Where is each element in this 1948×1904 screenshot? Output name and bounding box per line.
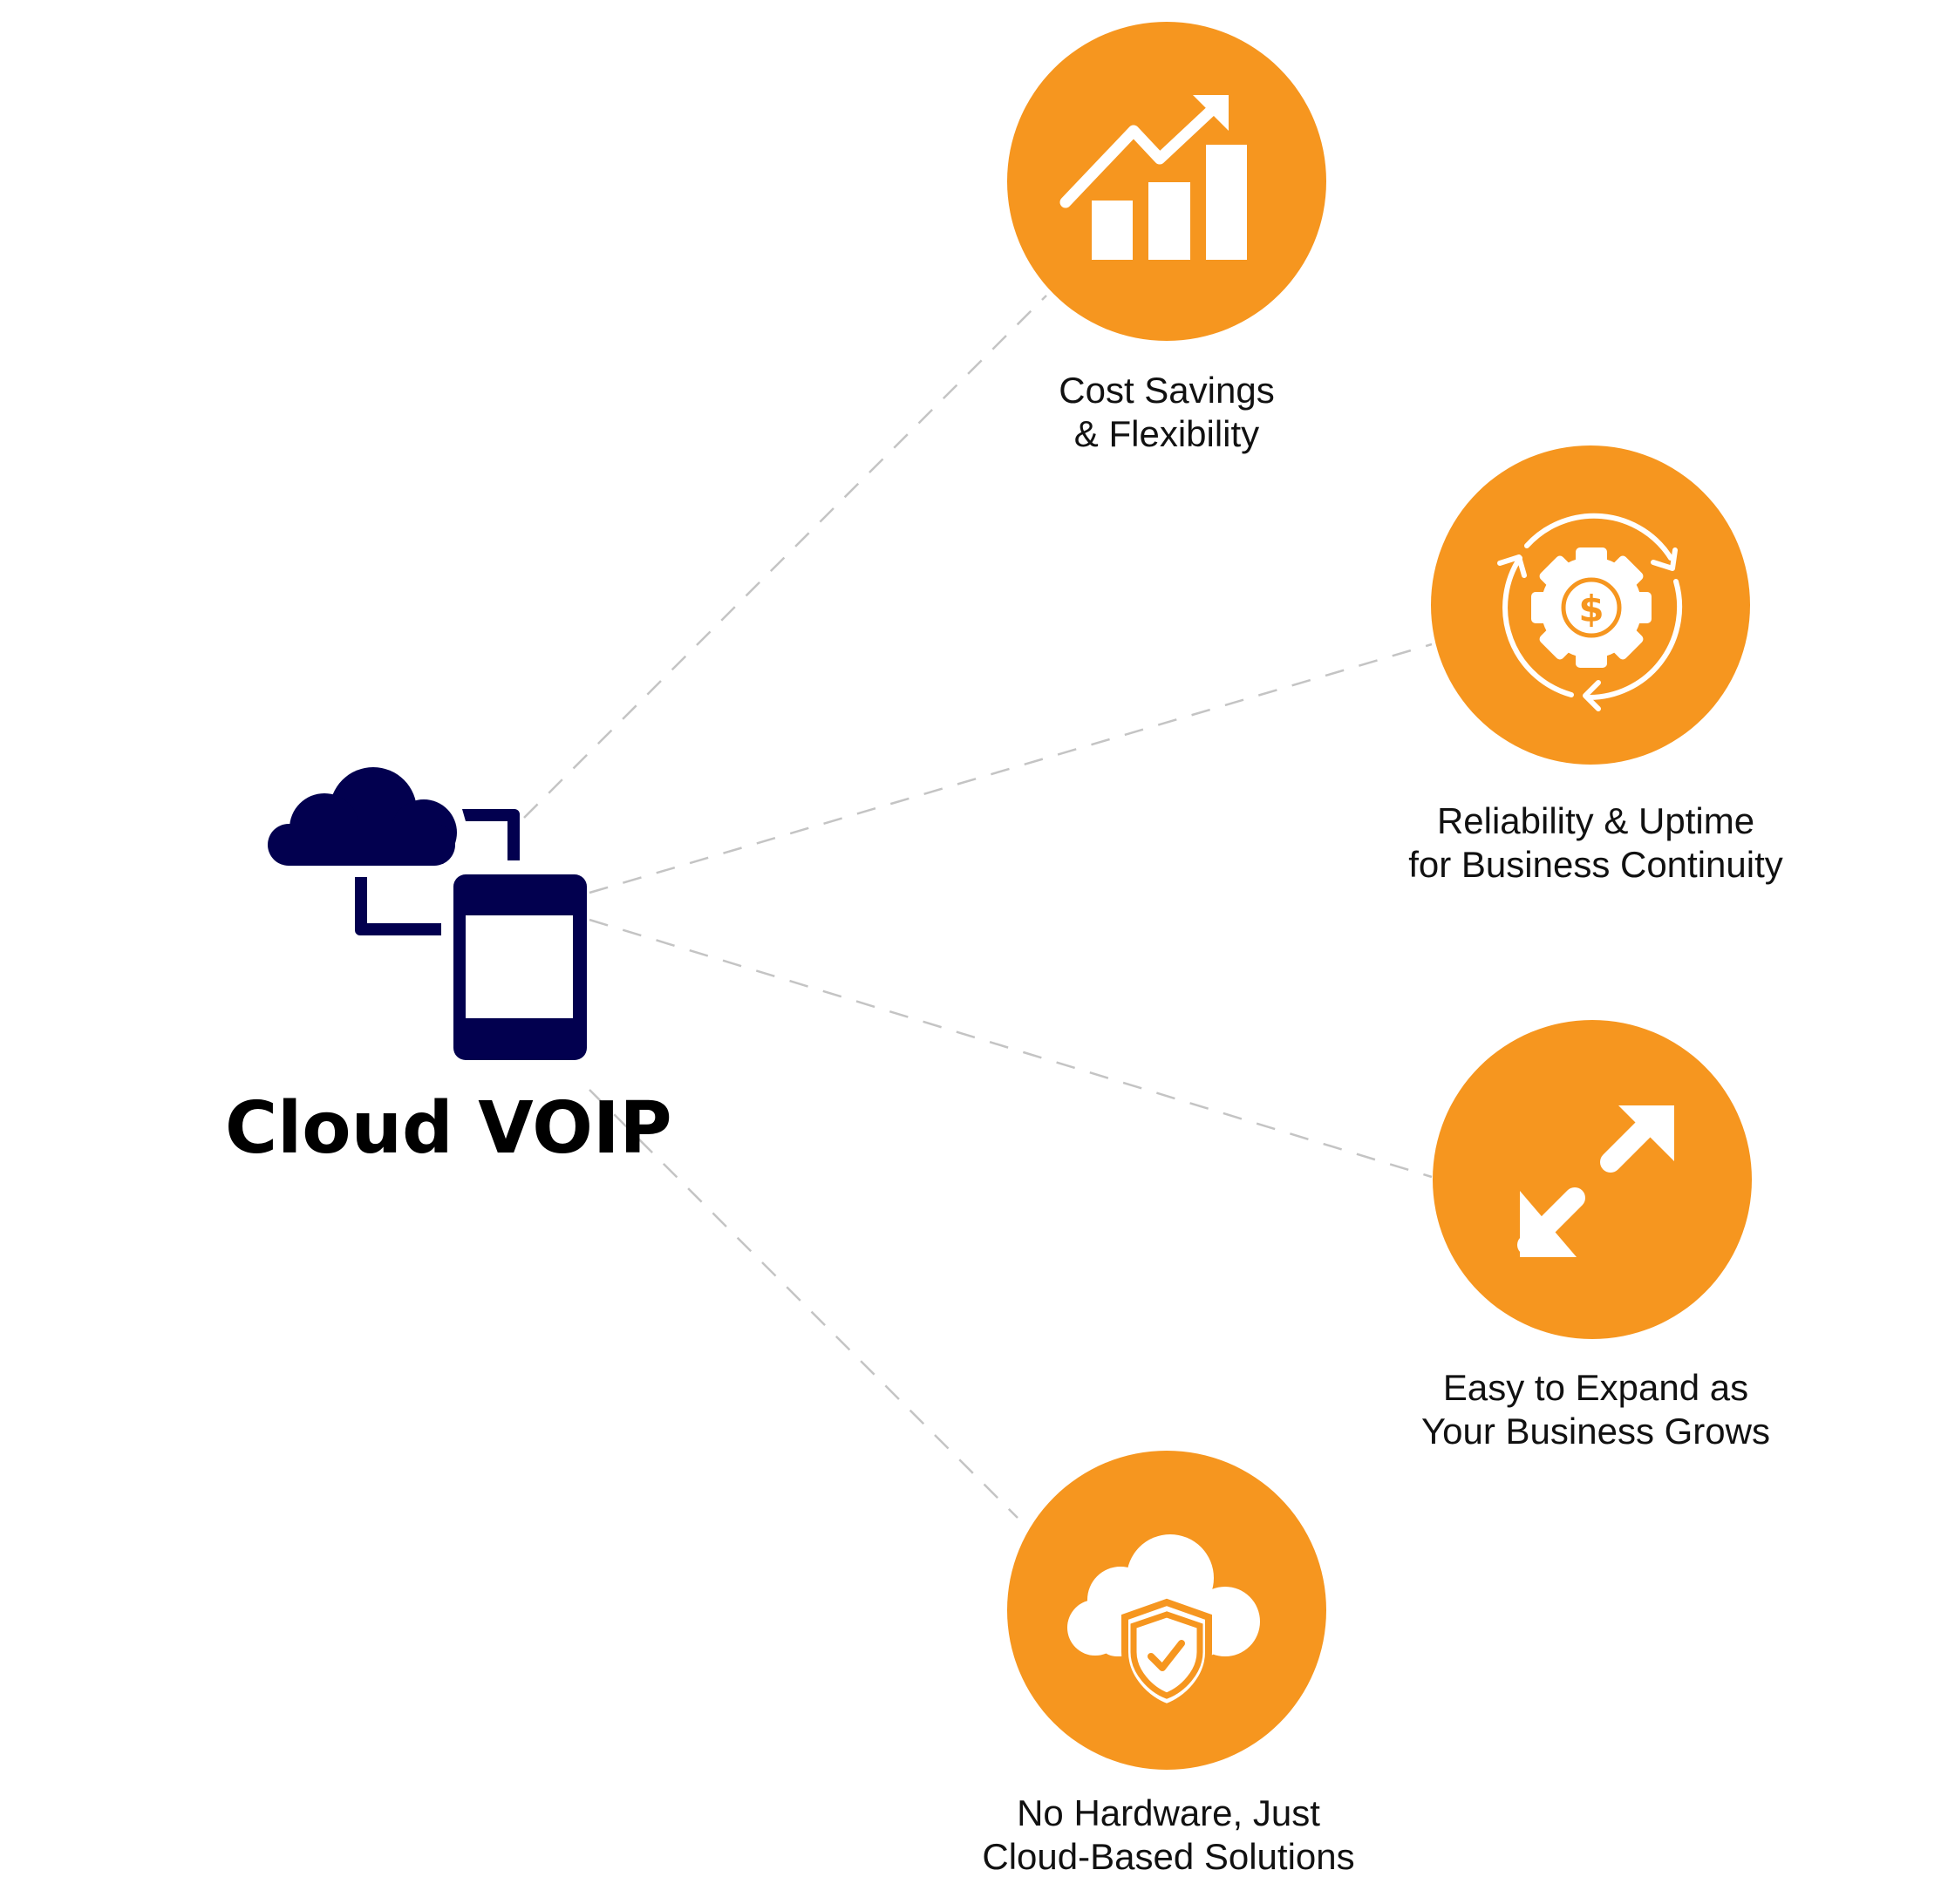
benefit-circle: [1433, 1020, 1752, 1339]
benefit-label-line1: Cost Savings: [1059, 370, 1274, 411]
benefit-label-line2: Cloud-Based Solutions: [982, 1836, 1354, 1877]
connector-no-hardware: [589, 1089, 1018, 1519]
center-title: Cloud VOIP: [225, 1087, 672, 1170]
benefit-label-line1: No Hardware, Just: [1017, 1792, 1320, 1833]
benefit-label-line2: & Flexibility: [1074, 413, 1259, 454]
benefit-no-hardware: No Hardware, Just Cloud-Based Solutions: [982, 1451, 1355, 1877]
benefit-label-line2: for Business Continuity: [1408, 844, 1783, 885]
benefit-expand: Easy to Expand as Your Business Grows: [1421, 1020, 1770, 1452]
cloud-icon: [268, 767, 457, 866]
svg-text:$: $: [1578, 588, 1604, 630]
benefit-circle: [1007, 22, 1326, 341]
connector-cost-savings: [523, 295, 1047, 819]
expand-arrows-icon: [1517, 1105, 1674, 1257]
benefit-label-line1: Easy to Expand as: [1443, 1367, 1748, 1408]
benefit-cost-savings: Cost Savings & Flexibility: [1007, 22, 1326, 454]
cloud-phone-icon: [268, 767, 587, 1060]
connector-reliability: [589, 643, 1433, 894]
connector-bracket-top: [462, 809, 520, 860]
benefit-label-line1: Reliability & Uptime: [1437, 800, 1754, 841]
growth-chart-icon: [1059, 95, 1247, 260]
benefit-reliability: $ Reliability & Uptime for Business Cont…: [1408, 445, 1783, 885]
gear-dollar-cycle-icon: $: [1497, 513, 1683, 711]
phone-icon: [453, 874, 587, 1060]
connector-bracket-bottom: [355, 877, 441, 935]
connector-expand: [589, 918, 1433, 1179]
benefit-label-line2: Your Business Grows: [1421, 1411, 1770, 1452]
cloud-shield-icon: [1067, 1534, 1260, 1711]
